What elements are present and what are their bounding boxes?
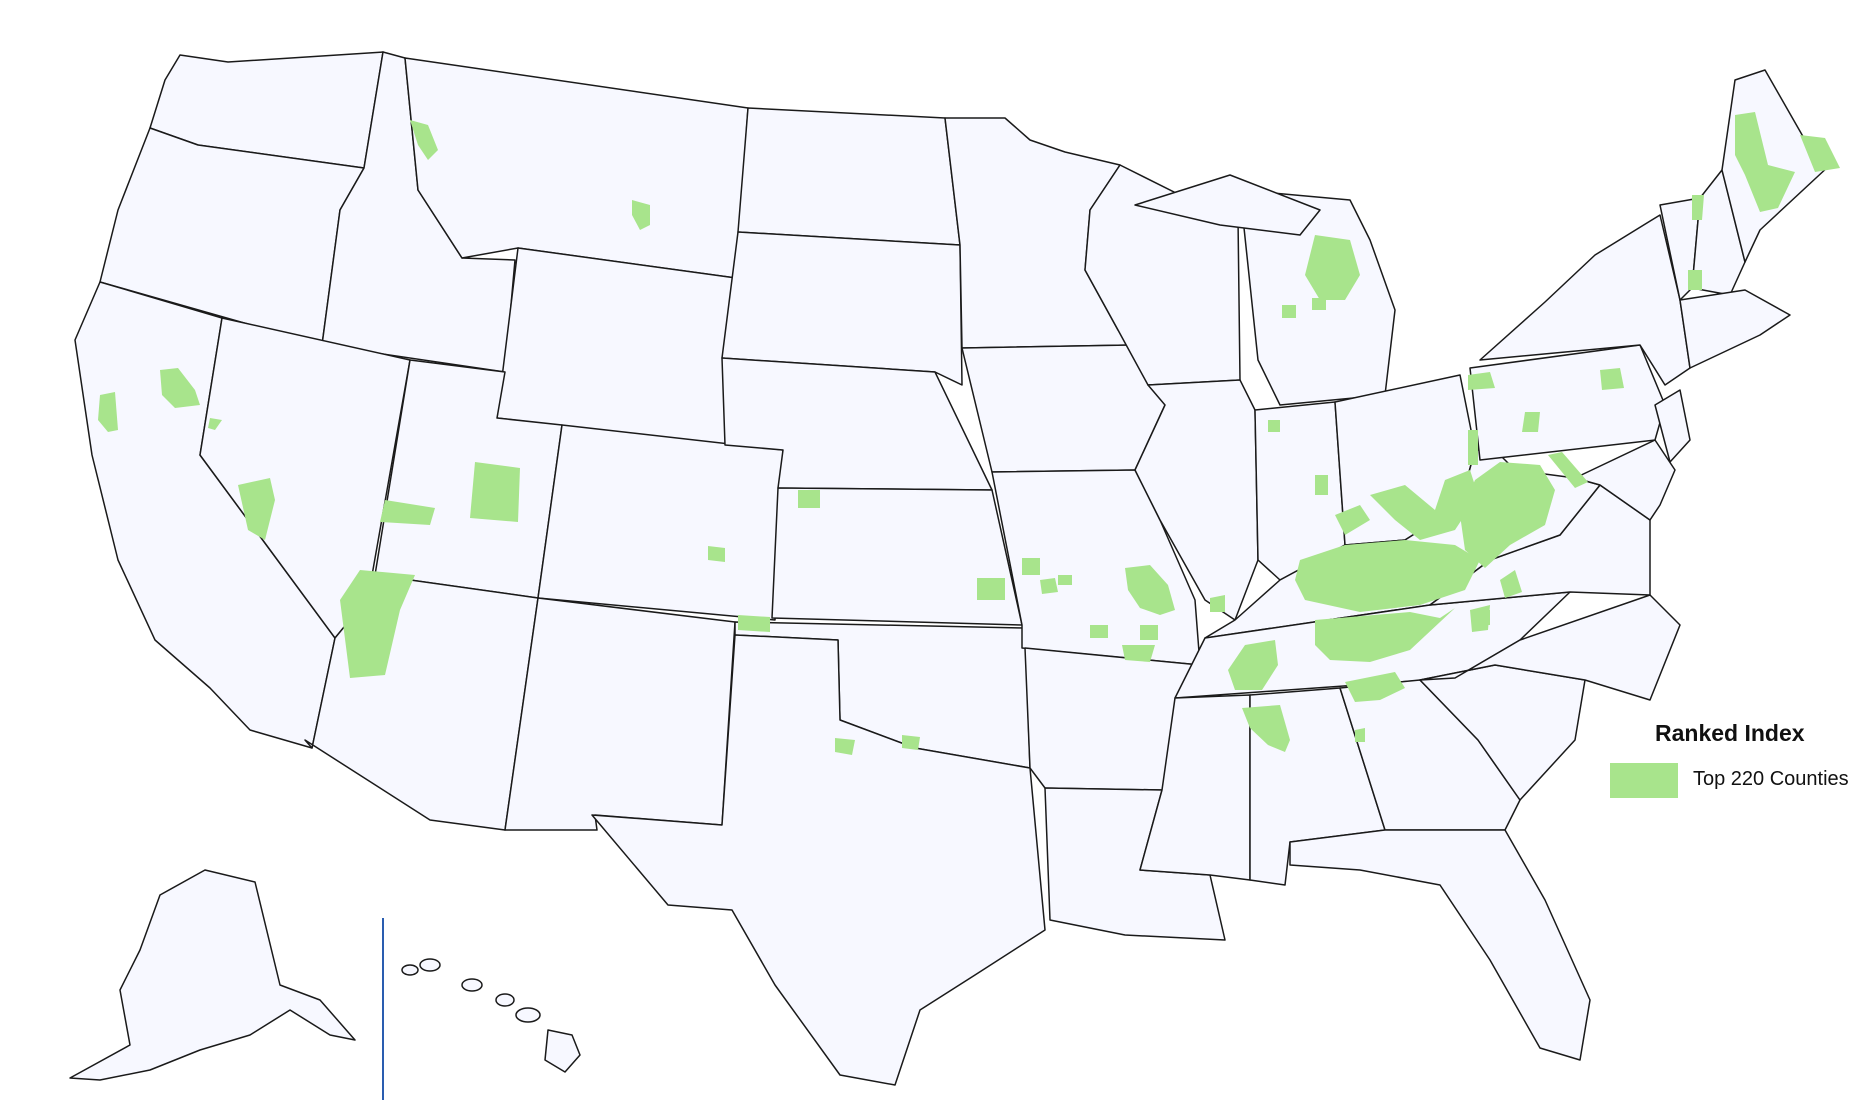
county-highlight[interactable] bbox=[1355, 728, 1365, 742]
county-highlight[interactable] bbox=[1058, 575, 1072, 585]
county-highlight[interactable] bbox=[160, 368, 200, 408]
county-highlight[interactable] bbox=[1345, 672, 1405, 702]
state-north-carolina[interactable] bbox=[1419, 594, 1681, 701]
county-highlight[interactable] bbox=[1305, 235, 1360, 300]
state-new-mexico[interactable] bbox=[504, 597, 736, 831]
county-highlight[interactable] bbox=[1315, 608, 1455, 662]
county-highlight[interactable] bbox=[1022, 558, 1040, 575]
highlighted-counties bbox=[98, 112, 1840, 755]
county-highlight[interactable] bbox=[1460, 462, 1555, 568]
county-highlight[interactable] bbox=[798, 490, 820, 508]
county-highlight[interactable] bbox=[238, 478, 275, 540]
county-highlight[interactable] bbox=[1282, 305, 1296, 318]
state-texas[interactable] bbox=[591, 634, 1046, 1086]
state-pennsylvania[interactable] bbox=[1469, 344, 1666, 461]
state-new-jersey[interactable] bbox=[1654, 389, 1691, 463]
state-michigan[interactable] bbox=[1239, 189, 1396, 406]
county-highlight[interactable] bbox=[902, 735, 920, 750]
county-highlight[interactable] bbox=[410, 120, 438, 160]
county-highlight[interactable] bbox=[1370, 470, 1478, 540]
county-highlight[interactable] bbox=[1140, 625, 1158, 640]
county-highlight[interactable] bbox=[380, 500, 435, 525]
state-alaska[interactable] bbox=[69, 869, 356, 1081]
county-highlight[interactable] bbox=[1312, 298, 1326, 310]
county-highlight[interactable] bbox=[1090, 625, 1108, 638]
legend-label: Top 220 Counties bbox=[1693, 768, 1849, 790]
county-highlight[interactable] bbox=[1122, 645, 1155, 662]
county-highlight[interactable] bbox=[1295, 540, 1480, 612]
legend-swatch bbox=[1610, 763, 1678, 798]
county-highlight[interactable] bbox=[1692, 195, 1704, 220]
county-highlight[interactable] bbox=[1522, 412, 1540, 432]
county-highlight[interactable] bbox=[1228, 640, 1278, 690]
county-highlight[interactable] bbox=[1735, 112, 1795, 212]
county-highlight[interactable] bbox=[977, 578, 1005, 600]
county-highlight[interactable] bbox=[470, 462, 520, 522]
county-highlight[interactable] bbox=[340, 570, 415, 678]
county-highlight[interactable] bbox=[1500, 570, 1522, 598]
county-highlight[interactable] bbox=[208, 418, 222, 430]
county-highlight[interactable] bbox=[1548, 452, 1588, 488]
state-massachusetts-ct-ri[interactable] bbox=[1679, 289, 1791, 369]
state-iowa[interactable] bbox=[961, 344, 1166, 473]
county-highlight[interactable] bbox=[738, 615, 770, 632]
state-maryland-delaware[interactable] bbox=[1574, 439, 1676, 521]
legend: Ranked Index Top 220 Counties bbox=[1605, 712, 1860, 812]
county-highlight[interactable] bbox=[1468, 372, 1495, 390]
county-highlight[interactable] bbox=[1315, 475, 1328, 495]
state-michigan-upper[interactable] bbox=[1134, 174, 1321, 236]
county-highlight[interactable] bbox=[1268, 420, 1280, 432]
county-highlight[interactable] bbox=[1470, 605, 1490, 632]
county-highlight[interactable] bbox=[1242, 705, 1290, 752]
county-highlight[interactable] bbox=[1125, 565, 1175, 615]
county-highlight[interactable] bbox=[1688, 270, 1702, 290]
state-south-dakota[interactable] bbox=[721, 231, 963, 386]
county-highlight[interactable] bbox=[1600, 368, 1624, 390]
county-highlight[interactable] bbox=[1335, 505, 1370, 535]
county-highlight[interactable] bbox=[1040, 578, 1058, 594]
county-highlight[interactable] bbox=[98, 392, 118, 432]
legend-title: Ranked Index bbox=[1655, 720, 1805, 746]
county-highlight[interactable] bbox=[708, 546, 725, 562]
county-highlight[interactable] bbox=[1210, 595, 1225, 612]
county-highlight[interactable] bbox=[1800, 135, 1840, 172]
state-colorado[interactable] bbox=[537, 424, 784, 621]
contiguous-us bbox=[74, 51, 1831, 1086]
state-florida[interactable] bbox=[1289, 829, 1591, 1061]
state-hawaii[interactable] bbox=[401, 958, 581, 1073]
county-highlight[interactable] bbox=[1468, 430, 1478, 465]
county-highlight[interactable] bbox=[632, 200, 650, 230]
state-montana[interactable] bbox=[404, 57, 749, 279]
state-kansas[interactable] bbox=[771, 487, 1023, 626]
county-highlight[interactable] bbox=[835, 738, 855, 755]
state-north-dakota[interactable] bbox=[737, 107, 961, 246]
state-wyoming[interactable] bbox=[496, 247, 737, 446]
